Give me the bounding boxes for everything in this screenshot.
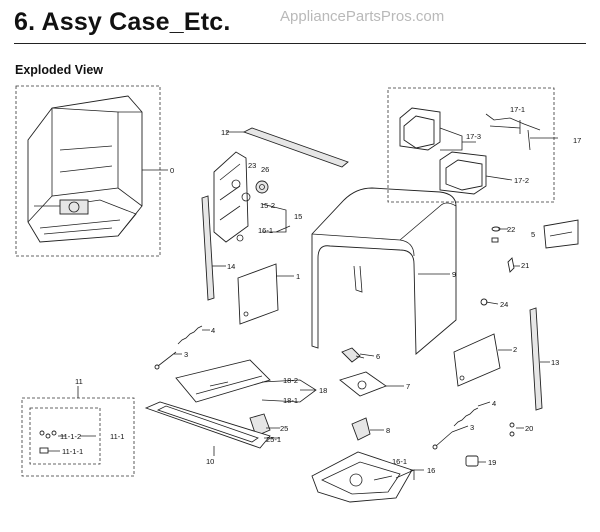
- callout-25-1: 25-1: [266, 435, 281, 444]
- callout-4-right: 4: [492, 399, 496, 408]
- part-7-base-plate: [339, 371, 387, 397]
- part-17-frame: [387, 87, 555, 203]
- callout-labels: 0 12 23 26 15-2 15 16-1 14 1 9 17-1 17-3…: [60, 105, 581, 475]
- callout-11-1-1: 11-1-1: [62, 447, 83, 456]
- callout-2: 2: [513, 345, 517, 354]
- part-10-toe-kick: [144, 401, 271, 449]
- callout-1: 1: [296, 272, 300, 281]
- part-5-bracket: [543, 219, 579, 249]
- part-8-valve: [351, 417, 371, 441]
- callout-3-left: 3: [184, 350, 188, 359]
- callout-18-2: 18-2: [283, 376, 298, 385]
- part-15-bracket-assembly: [213, 151, 269, 243]
- part-18-lower-panel: [175, 359, 271, 403]
- callout-9: 9: [452, 270, 456, 279]
- part-12-top-rail: [242, 127, 349, 168]
- callout-15-2: 15-2: [260, 201, 275, 210]
- part-9-outer-case: [311, 187, 457, 355]
- callout-8: 8: [386, 426, 390, 435]
- part-14-side-strip: [201, 195, 215, 301]
- section-subtitle: Exploded View: [15, 63, 103, 77]
- callout-11-1: 11-1: [110, 432, 124, 441]
- part-4-springs: [177, 325, 479, 427]
- part-17-door-parts-group: [387, 87, 555, 203]
- leader-lines: [48, 127, 558, 480]
- callout-17-3: 17-3: [466, 132, 481, 141]
- callout-10: 10: [206, 457, 214, 466]
- callout-18: 18: [319, 386, 327, 395]
- small-fasteners-right: [480, 226, 515, 437]
- part-13-side-strip: [529, 307, 543, 411]
- part-0-tub-assembly: [15, 85, 161, 257]
- callout-13: 13: [551, 358, 559, 367]
- callout-7: 7: [406, 382, 410, 391]
- callout-12: 12: [221, 128, 229, 137]
- callout-14: 14: [227, 262, 235, 271]
- watermark: AppliancePartsPros.com: [280, 8, 445, 25]
- page-title: 6. Assy Case_Etc.: [14, 8, 231, 36]
- part-3-rods: [154, 351, 453, 450]
- callout-16-1-lower: 16-1: [392, 457, 407, 466]
- callout-20: 20: [525, 424, 533, 433]
- part-11-group: [21, 397, 135, 477]
- part-1-side-panel: [237, 263, 279, 325]
- callout-11-1-2: 11-1-2: [60, 432, 81, 441]
- part-6-sensor: [341, 347, 365, 363]
- part-16-base-assembly: [311, 451, 413, 503]
- part-19-foot: [465, 455, 479, 467]
- callout-17-1: 17-1: [510, 105, 525, 114]
- title-underline: [14, 43, 586, 44]
- part-25-clip: [249, 413, 271, 437]
- callout-24: 24: [500, 300, 508, 309]
- callout-16: 16: [427, 466, 435, 475]
- callout-19: 19: [488, 458, 496, 467]
- part-11-1-frame: [29, 407, 101, 465]
- callout-16-1-upper: 16-1: [258, 226, 273, 235]
- callout-21: 21: [521, 261, 529, 270]
- callout-4-left: 4: [211, 326, 215, 335]
- callout-17-2: 17-2: [514, 176, 529, 185]
- callout-3-right: 3: [470, 423, 474, 432]
- callout-17: 17: [573, 136, 581, 145]
- callout-26: 26: [261, 165, 269, 174]
- callout-25: 25: [280, 424, 288, 433]
- part-0-frame: [15, 85, 161, 257]
- callout-18-1: 18-1: [283, 396, 298, 405]
- callout-5: 5: [531, 230, 535, 239]
- part-2-side-panel: [453, 333, 501, 387]
- callout-6: 6: [376, 352, 380, 361]
- callout-0: 0: [170, 166, 174, 175]
- callout-15: 15: [294, 212, 302, 221]
- callout-22: 22: [507, 225, 515, 234]
- callout-11: 11: [75, 377, 83, 386]
- callout-23: 23: [248, 161, 256, 170]
